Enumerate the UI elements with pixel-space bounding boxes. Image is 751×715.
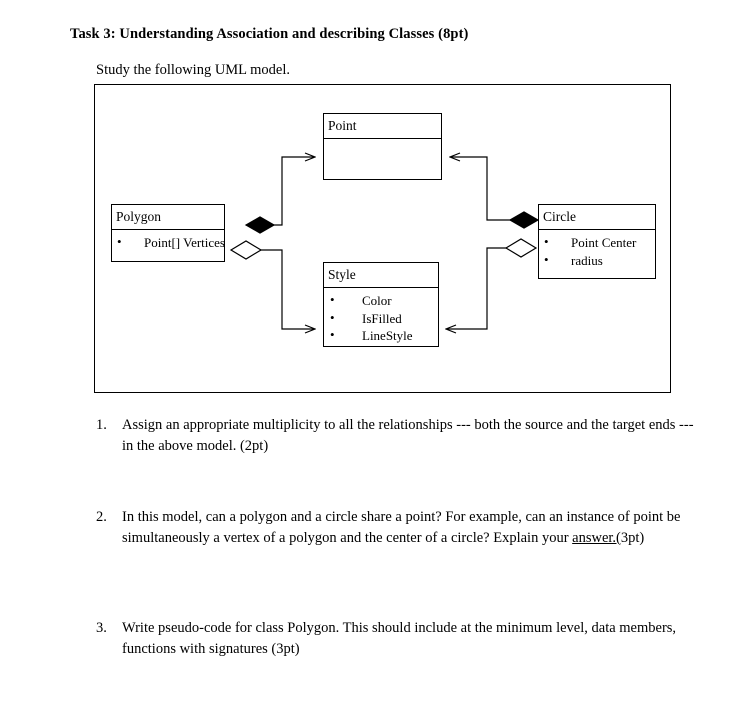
filled-diamond-circle-point (508, 211, 540, 229)
uml-attribute: • LineStyle (324, 327, 438, 344)
bullet-icon: • (544, 251, 549, 267)
question-text-underlined: answer.( (572, 529, 621, 546)
uml-attribute: • Point Center (539, 234, 655, 251)
connector-polygon-style (229, 240, 314, 329)
uml-class-style-attributes: • Color • IsFilled • LineStyle (324, 288, 438, 346)
question-number: 1. (96, 417, 107, 433)
uml-attribute-label: IsFilled (362, 310, 402, 326)
uml-class-point-separator (324, 138, 441, 140)
bullet-icon: • (330, 309, 335, 325)
hollow-diamond-polygon-style (229, 240, 263, 260)
uml-class-polygon-attributes: • Point[] Vertices (112, 230, 225, 261)
question-text: In this model, can a polygon and a circl… (122, 507, 696, 548)
uml-class-style-name: Style (328, 267, 356, 282)
connector-circle-point (451, 157, 540, 229)
uml-attribute: • Color (324, 292, 438, 309)
uml-class-circle-name: Circle (543, 209, 576, 224)
question-text-part: In this model, can a polygon and a circl… (122, 509, 681, 546)
uml-attr-list-style: • Color • IsFilled • LineStyle (324, 292, 438, 344)
bullet-icon: • (117, 234, 122, 250)
question-text-part: 3pt) (620, 529, 645, 546)
question-item-1: 1. Assign an appropriate multiplicity to… (96, 415, 696, 456)
connector-polygon-point (244, 157, 314, 234)
uml-class-polygon[interactable]: Polygon • Point[] Vertices (111, 204, 225, 263)
intro-text: Study the following UML model. (96, 62, 290, 78)
connector-circle-style (447, 238, 538, 329)
bullet-icon: • (330, 326, 335, 342)
question-item-3: 3. Write pseudo-code for class Polygon. … (96, 618, 696, 659)
uml-attribute-label: Color (362, 293, 392, 309)
uml-class-polygon-name: Polygon (116, 209, 162, 224)
uml-attribute-label: radius (571, 252, 603, 268)
bullet-icon: • (330, 292, 335, 308)
question-item-2: 2. In this model, can a polygon and a ci… (96, 507, 696, 548)
uml-attribute: • radius (539, 252, 655, 269)
uml-class-point-attributes (324, 139, 441, 179)
uml-class-style[interactable]: Style • Color • IsFilled • LineStyle (323, 262, 439, 348)
uml-class-point[interactable]: Point (323, 113, 442, 181)
uml-attribute-label: LineStyle (362, 327, 413, 343)
uml-attr-list-polygon: • Point[] Vertices (112, 234, 225, 251)
question-number: 2. (96, 509, 107, 525)
filled-diamond-polygon-point (244, 216, 276, 234)
uml-attribute-label: Point[] Vertices (144, 235, 225, 251)
uml-class-circle-separator (539, 229, 655, 231)
uml-class-style-separator (324, 287, 438, 289)
uml-class-circle-attributes: • Point Center • radius (539, 230, 655, 278)
question-text: Assign an appropriate multiplicity to al… (122, 417, 694, 454)
page-title: Task 3: Understanding Association and de… (70, 26, 469, 42)
uml-attribute: • IsFilled (324, 310, 438, 327)
uml-attribute: • Point[] Vertices (112, 234, 225, 251)
bullet-icon: • (544, 234, 549, 250)
question-text: Write pseudo-code for class Polygon. Thi… (122, 620, 677, 657)
hollow-diamond-circle-style (504, 238, 538, 258)
uml-attr-list-circle: • Point Center • radius (539, 234, 655, 269)
uml-attribute-label: Point Center (571, 235, 637, 251)
uml-connectors (229, 85, 540, 394)
uml-class-circle[interactable]: Circle • Point Center • radius (538, 204, 656, 280)
uml-diagram-frame: Point Polygon • Point[] Vertices Circle … (94, 84, 671, 393)
question-number: 3. (96, 620, 107, 636)
uml-class-polygon-separator (112, 229, 224, 231)
uml-class-point-name: Point (328, 118, 357, 133)
